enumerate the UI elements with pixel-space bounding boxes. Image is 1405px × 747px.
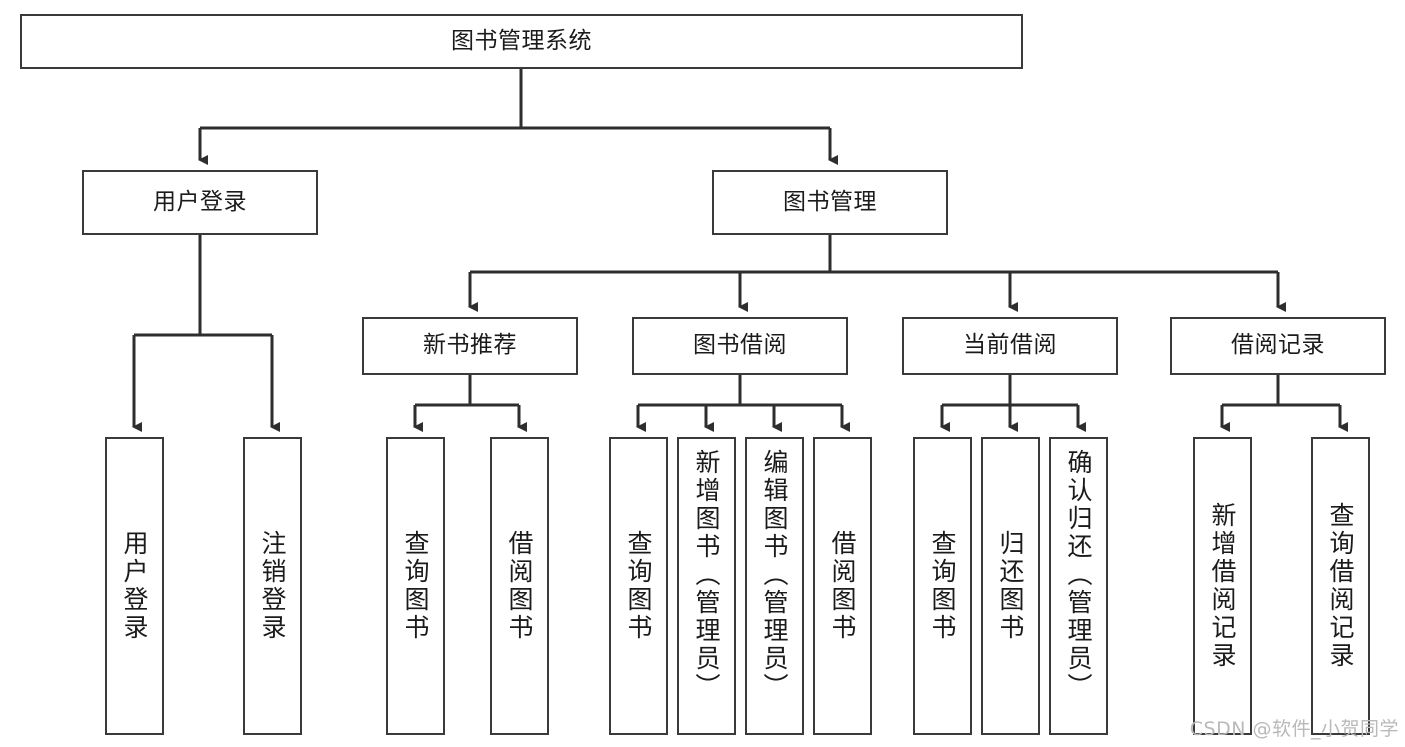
node-user-login[interactable]: 用户登录 <box>82 170 318 235</box>
leaf-borrow-edit-book[interactable]: 编辑图书（管理员） <box>745 437 804 735</box>
node-root[interactable]: 图书管理系统 <box>20 14 1023 69</box>
leaf-current-confirm-return-label: 确认归还（管理员） <box>1064 449 1093 701</box>
node-new-book-recommend-label: 新书推荐 <box>423 332 517 359</box>
leaf-user-logout-label: 注销登录 <box>258 530 287 642</box>
leaf-current-search-book[interactable]: 查询图书 <box>913 437 972 735</box>
leaf-borrow-borrow-book-label: 借阅图书 <box>828 530 857 642</box>
node-book-borrow[interactable]: 图书借阅 <box>632 317 848 375</box>
leaf-user-logout[interactable]: 注销登录 <box>243 437 302 735</box>
leaf-current-return-book-label: 归还图书 <box>996 530 1025 642</box>
leaf-recommend-search-book-label: 查询图书 <box>401 530 430 642</box>
leaf-records-add-record-label: 新增借阅记录 <box>1208 502 1237 670</box>
leaf-recommend-search-book[interactable]: 查询图书 <box>386 437 445 735</box>
leaf-user-login[interactable]: 用户登录 <box>105 437 164 735</box>
node-new-book-recommend[interactable]: 新书推荐 <box>362 317 578 375</box>
node-book-manage[interactable]: 图书管理 <box>712 170 948 235</box>
leaf-records-search-record[interactable]: 查询借阅记录 <box>1311 437 1370 735</box>
leaf-borrow-borrow-book[interactable]: 借阅图书 <box>813 437 872 735</box>
leaf-records-add-record[interactable]: 新增借阅记录 <box>1193 437 1252 735</box>
node-current-borrow[interactable]: 当前借阅 <box>902 317 1118 375</box>
leaf-borrow-search-book-label: 查询图书 <box>624 530 653 642</box>
node-root-label: 图书管理系统 <box>451 27 592 54</box>
leaf-borrow-add-book-label: 新增图书（管理员） <box>692 449 721 701</box>
node-current-borrow-label: 当前借阅 <box>963 332 1057 359</box>
leaf-recommend-borrow-book-label: 借阅图书 <box>505 530 534 642</box>
leaf-borrow-edit-book-label: 编辑图书（管理员） <box>760 449 789 701</box>
node-user-login-label: 用户登录 <box>153 188 247 215</box>
leaf-current-return-book[interactable]: 归还图书 <box>981 437 1040 735</box>
leaf-user-login-label: 用户登录 <box>120 530 149 642</box>
leaf-borrow-search-book[interactable]: 查询图书 <box>609 437 668 735</box>
leaf-current-confirm-return[interactable]: 确认归还（管理员） <box>1049 437 1108 735</box>
leaf-recommend-borrow-book[interactable]: 借阅图书 <box>490 437 549 735</box>
leaf-current-search-book-label: 查询图书 <box>928 530 957 642</box>
leaf-records-search-record-label: 查询借阅记录 <box>1326 502 1355 670</box>
watermark-text: CSDN @软件_小贺同学 <box>1189 718 1399 740</box>
node-book-borrow-label: 图书借阅 <box>693 332 787 359</box>
node-book-manage-label: 图书管理 <box>783 188 877 215</box>
node-borrow-records-label: 借阅记录 <box>1231 332 1325 359</box>
leaf-borrow-add-book[interactable]: 新增图书（管理员） <box>677 437 736 735</box>
node-borrow-records[interactable]: 借阅记录 <box>1170 317 1386 375</box>
